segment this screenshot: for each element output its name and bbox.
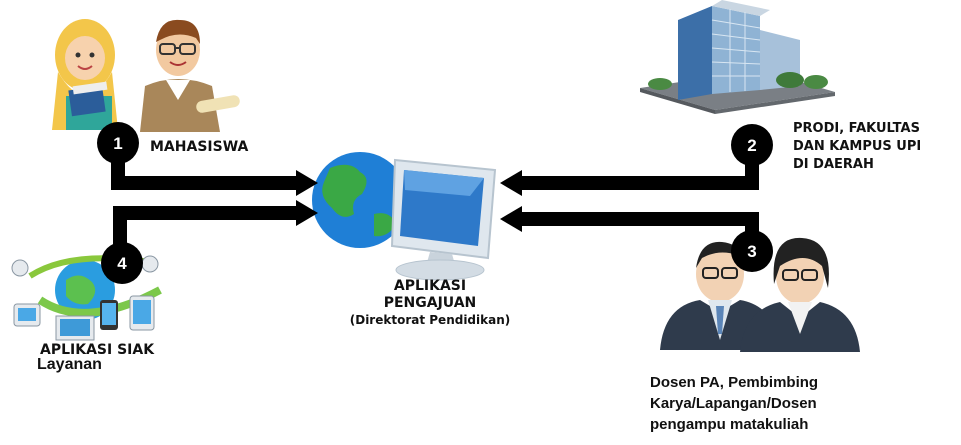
label-mahasiswa: MAHASISWA xyxy=(150,139,249,155)
label-prodi-line-2: DAN KAMPUS UPI xyxy=(793,139,922,154)
label-prodi-line-1: PRODI, FAKULTAS xyxy=(793,121,920,136)
lecturers-icon xyxy=(660,237,860,352)
label-aplikasi-line-2: PENGAJUAN xyxy=(383,295,477,311)
label-prodi-line-3: DI DAERAH xyxy=(793,157,874,172)
label-aplikasi-pengajuan: APLIKASI PENGAJUAN (Direktorat Pendidika… xyxy=(330,278,530,329)
computer-globe-icon xyxy=(312,152,497,281)
label-aplikasi-siak: APLIKASI SIAK xyxy=(40,342,155,358)
label-dosen-line-3: pengampu matakuliah xyxy=(650,416,809,433)
network-devices-icon xyxy=(11,255,162,341)
step-badge-3: 3 xyxy=(731,230,773,272)
label-prodi: PRODI, FAKULTAS DAN KAMPUS UPI DI DAERAH xyxy=(793,120,921,174)
arrow-3 xyxy=(520,212,759,240)
label-dosen-line-1: Dosen PA, Pembimbing xyxy=(650,374,819,391)
step-badge-2: 2 xyxy=(731,124,773,166)
arrow-1-head xyxy=(296,170,318,196)
label-dosen: Dosen PA, Pembimbing Karya/Lapangan/Dose… xyxy=(650,372,818,435)
label-aplikasi-line-1: APLIKASI xyxy=(393,278,467,294)
building-icon xyxy=(640,0,835,114)
step-number-1: 1 xyxy=(113,134,122,153)
step-number-3: 3 xyxy=(747,242,756,261)
arrow-2 xyxy=(520,148,759,190)
step-number-4: 4 xyxy=(117,254,127,273)
students-icon xyxy=(52,19,240,132)
label-dosen-line-2: Karya/Lapangan/Dosen xyxy=(650,395,817,412)
step-badge-4: 4 xyxy=(101,242,143,284)
arrow-4 xyxy=(113,206,300,256)
arrow-3-head xyxy=(500,206,522,232)
arrow-4-head xyxy=(296,200,318,226)
arrow-2-head xyxy=(500,170,522,196)
step-number-2: 2 xyxy=(747,136,756,155)
label-layanan: Layanan xyxy=(37,356,102,373)
label-aplikasi-sub: (Direktorat Pendidikan) xyxy=(349,313,511,327)
step-badge-1: 1 xyxy=(97,122,139,164)
